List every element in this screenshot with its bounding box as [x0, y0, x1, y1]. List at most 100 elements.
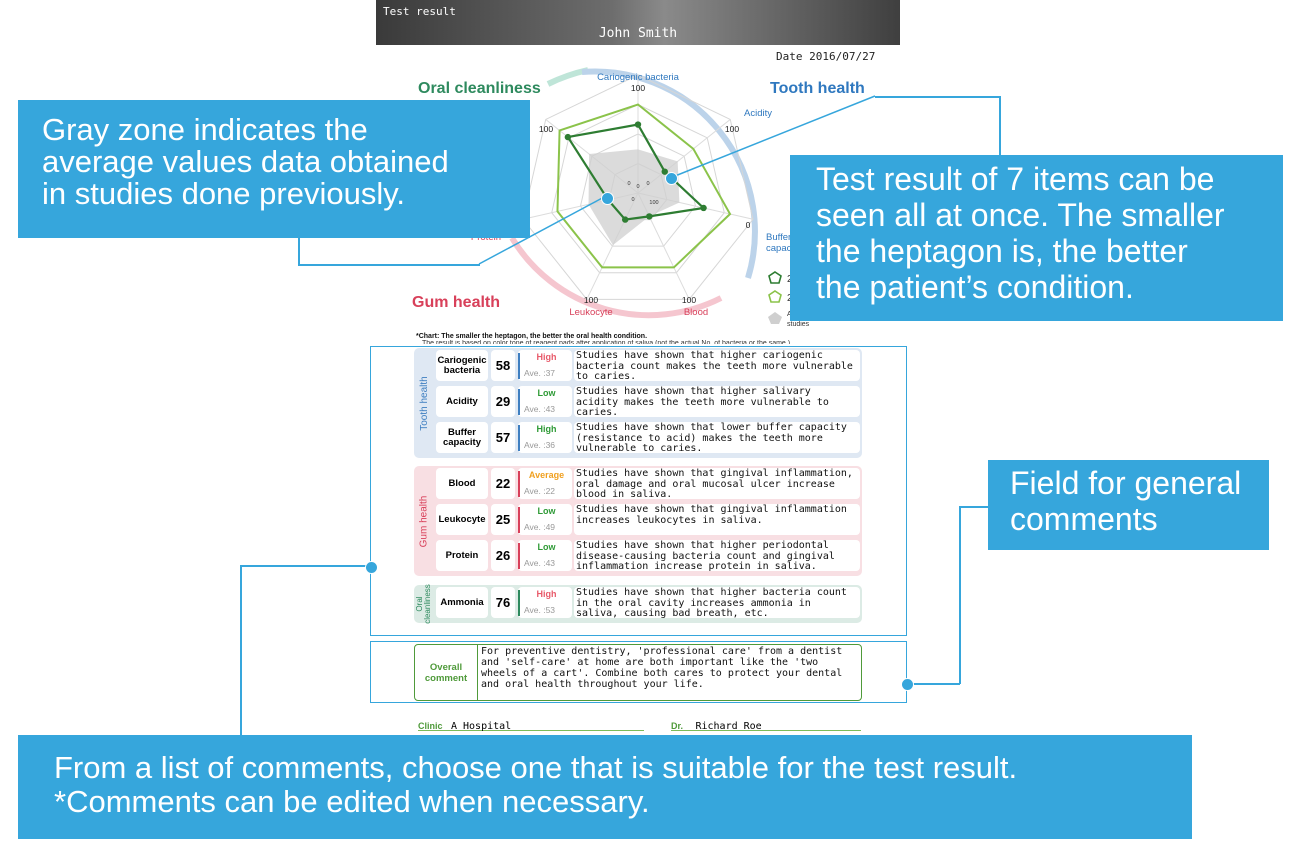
legend-average-label: studies [787, 321, 810, 328]
row-item-value: 25 [491, 504, 515, 535]
connector-dot-seven [665, 172, 678, 185]
row-level: Low [537, 388, 556, 398]
row-comment[interactable]: Studies have shown that higher cariogeni… [574, 350, 860, 381]
category-oral-cleanliness: Oral cleanliness [418, 80, 541, 97]
clinic-value: A Hospital [450, 721, 512, 732]
connector-list-v [240, 565, 242, 736]
radar-center-tick-1: 0 [636, 184, 639, 190]
row-item-value: 58 [491, 350, 515, 381]
row-item-name: Leukocyte [436, 504, 488, 535]
row-comment[interactable]: Studies have shown that lower buffer cap… [574, 422, 860, 453]
row-item-value: 29 [491, 386, 515, 417]
overall-comment-box: Overall comment For preventive dentistry… [414, 644, 862, 701]
row-comment[interactable]: Studies have shown that higher bacteria … [574, 587, 860, 618]
row-level-bar [518, 471, 520, 497]
radar-axis-label-5: Leukocyte [569, 307, 612, 318]
connector-field-h [908, 683, 960, 685]
row-average: Ave. :37 [524, 368, 556, 378]
radar-ring-4 [522, 74, 754, 300]
callout-seven-line-2: seen all at once. The smaller [816, 197, 1225, 233]
row-comment[interactable]: Studies have shown that higher periodont… [574, 540, 860, 571]
radar-point-4 [646, 213, 653, 220]
callout-seven-line-3: the heptagon is, the better [816, 233, 1188, 269]
row-item-value: 57 [491, 422, 515, 453]
row-comment[interactable]: Studies have shown that gingival inflamm… [574, 468, 860, 499]
radar-chart: Cariogenic bacteria100Acidity100Bufferca… [412, 67, 865, 328]
radar-previous-series [556, 103, 732, 269]
radar-center-tick-5: 100 [649, 200, 658, 206]
arc-tooth-health [581, 68, 758, 279]
row-average: Ave. :43 [524, 404, 556, 414]
radar-axis-label-1: Cariogenic bacteria [597, 72, 680, 83]
radar-axis-max-4: 100 [682, 295, 696, 305]
row-item-value: 76 [491, 587, 515, 618]
clinic-field[interactable]: Clinic A Hospital [418, 716, 644, 732]
callout-gray-line-2: average values data obtained [42, 144, 449, 179]
row-average: Ave. :53 [524, 605, 556, 615]
row-comment[interactable]: Studies have shown that higher salivary … [574, 386, 860, 417]
radar-axis-max-1: 100 [631, 83, 645, 93]
row-item-name: Buffer capacity [436, 422, 488, 453]
row-item-name: Cariogenic bacteria [436, 350, 488, 381]
row-level: High [536, 352, 557, 362]
category-tooth-health: Tooth health [770, 80, 865, 97]
radar-axis-max-5: 100 [584, 295, 598, 305]
row-level-bar [518, 353, 520, 379]
radar-axis-max-3: 0 [746, 220, 751, 230]
overall-comment-text[interactable]: For preventive dentistry, 'professional … [481, 646, 843, 690]
row-level-bar [518, 543, 520, 569]
connector-gray-diag [478, 195, 607, 265]
comment-list-frame [370, 346, 907, 636]
radar-center-tick-3: 0 [646, 181, 649, 187]
row-level-bar [518, 590, 520, 616]
radar-point-5 [622, 216, 629, 223]
legend-previous-icon [768, 290, 782, 303]
doctor-value: Richard Roe [695, 721, 762, 732]
connector-list-h [240, 565, 371, 567]
category-gum-health: Gum health [412, 294, 500, 311]
chart-footnote: *Chart: The smaller the heptagon, the be… [416, 333, 648, 340]
doctor-field[interactable]: Dr. Richard Roe [671, 716, 861, 732]
callout-field-line-1: Field for general [1010, 465, 1242, 501]
row-level-bar [518, 507, 520, 533]
row-item-name: Protein [436, 540, 488, 571]
callout-list-line-2: *Comments can be edited when necessary. [54, 784, 650, 819]
arc-gum-health [509, 236, 723, 319]
callout-gray-line-3: in studies done previously. [42, 176, 406, 211]
row-level: Low [537, 506, 556, 516]
legend-current-icon [768, 271, 782, 284]
clinic-label: Clinic [418, 721, 443, 731]
callout-gray-zone: Gray zone indicates the average values d… [18, 100, 530, 238]
connector-gray-v [298, 238, 300, 265]
row-level-bar [518, 389, 520, 415]
connector-seven-diag [669, 95, 876, 179]
callout-field-line-2: comments [1010, 501, 1158, 537]
report-date: Date 2016/07/27 [776, 50, 876, 63]
radar-axis-max-7: 100 [539, 124, 553, 134]
row-level: Low [537, 542, 556, 552]
radar-center-tick-4: 0 [631, 197, 634, 203]
legend-average-prefix: A [787, 311, 792, 318]
overall-comment-label: Overall comment [415, 645, 478, 700]
connector-seven-h [875, 96, 1000, 98]
connector-dot-list [365, 561, 378, 574]
connector-gray-h [298, 264, 480, 266]
connector-field-v [959, 506, 961, 684]
row-item-name: Ammonia [436, 587, 488, 618]
row-comment[interactable]: Studies have shown that gingival inflamm… [574, 504, 860, 535]
arc-oral-cleanliness [546, 67, 589, 87]
legend-average-icon [768, 312, 782, 324]
row-average: Ave. :43 [524, 558, 556, 568]
radar-axis-label-4: Blood [684, 307, 708, 318]
radar-axis-label-2: Acidity [744, 108, 772, 119]
callout-seven-items: Test result of 7 items can be seen all a… [790, 155, 1283, 321]
